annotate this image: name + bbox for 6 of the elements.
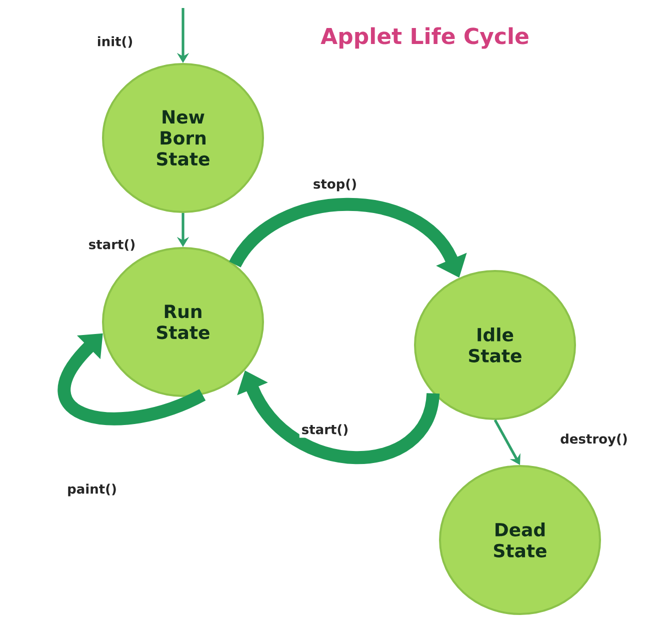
title: Applet Life Cycle (320, 27, 528, 49)
edge-label: destroy() (560, 434, 627, 446)
edge-label: paint() (68, 484, 116, 496)
edge-label: stop() (314, 178, 356, 192)
edge-label: start() (302, 424, 348, 436)
edge-label: init() (98, 36, 132, 48)
